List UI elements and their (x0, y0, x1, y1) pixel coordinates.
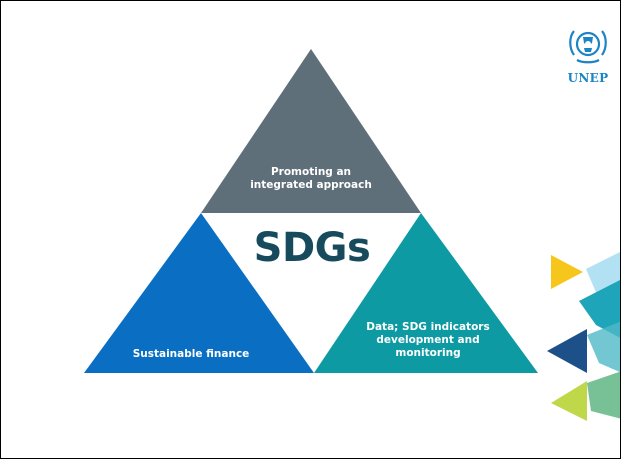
unep-logo-text: UNEP (567, 71, 609, 85)
lime-shape (551, 381, 587, 421)
top-label-line2: integrated approach (250, 179, 372, 191)
right-triangle-label: Data; SDG indicators development and mon… (363, 321, 493, 360)
yellow-arrow-shape (551, 255, 583, 289)
left-triangle (84, 213, 314, 373)
navy-arrow-shape (547, 329, 587, 373)
decorative-arrows (547, 252, 620, 421)
right-label-line1: Data; SDG indicators (366, 321, 490, 333)
right-label-line2: development and (376, 334, 480, 346)
left-label: Sustainable finance (132, 348, 250, 360)
right-label-line3: monitoring (395, 347, 461, 359)
center-title-sdgs: SDGs (253, 225, 371, 271)
teal-shape (579, 280, 620, 338)
top-triangle-label: Promoting an integrated approach (249, 166, 373, 192)
un-emblem-icon (569, 30, 607, 64)
left-triangle-label: Sustainable finance (121, 348, 261, 361)
right-triangle (314, 213, 538, 373)
unep-logo: UNEP (566, 23, 608, 93)
light-teal-shape (587, 321, 620, 373)
top-label-line1: Promoting an (270, 166, 352, 178)
top-triangle (201, 49, 421, 213)
green-shape (587, 371, 620, 419)
